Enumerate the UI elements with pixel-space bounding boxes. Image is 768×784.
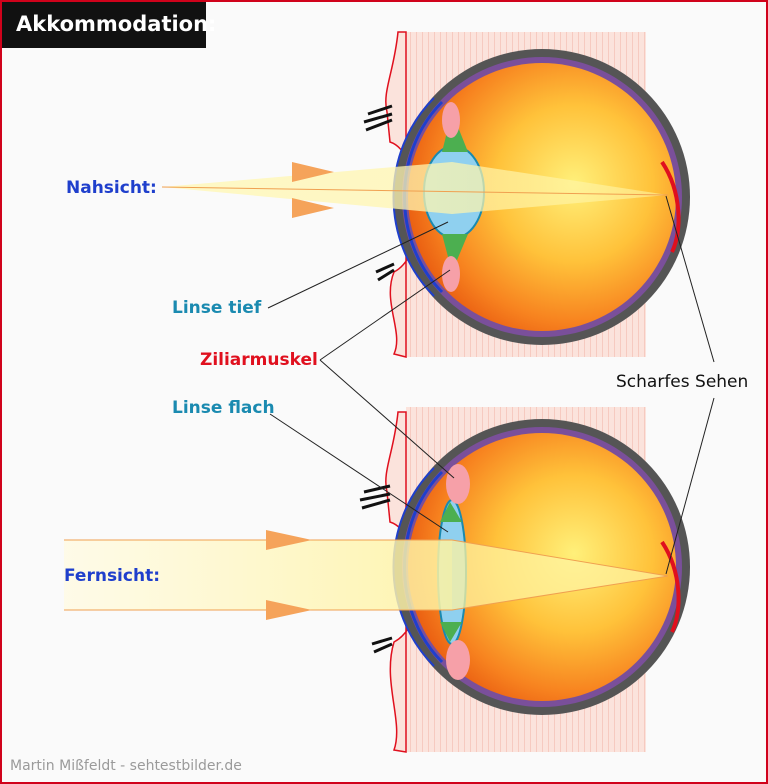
ray-far-bottom-refracted (451, 575, 669, 611)
leader-ciliary-top (319, 269, 451, 361)
eyelashes-bottom-lower (371, 636, 393, 654)
ciliary-body-bottom-lower (446, 640, 470, 680)
label-lens-deep: Linse tief (172, 298, 262, 318)
ciliary-body-bottom-upper (446, 464, 470, 504)
leader-lens-flat (269, 413, 449, 533)
optic-nerve-top (660, 160, 681, 253)
label-lens-flat: Linse flach (172, 398, 275, 418)
eye-near (161, 31, 690, 358)
title-banner: Akkommodation: (2, 2, 216, 48)
ciliary-muscle-top-lower (442, 234, 468, 272)
light-beam-near (162, 162, 668, 214)
leader-lens-deep (267, 221, 449, 309)
light-beam-far-focus (452, 540, 668, 610)
leader-ciliary-bottom (319, 359, 455, 479)
ciliary-body-top-lower (442, 256, 460, 292)
ciliary-muscle-bottom-lower (440, 622, 462, 642)
eyelashes-top-upper (363, 104, 393, 132)
label-far-vision: Fernsicht: (64, 566, 160, 586)
label-ciliary-muscle: Ziliarmuskel (200, 350, 318, 370)
ciliary-muscle-bottom-upper (440, 502, 462, 522)
arrow-near-upper (292, 162, 334, 182)
leader-sharp-bottom (665, 397, 715, 575)
ray-far-top-refracted (451, 539, 669, 577)
label-near-vision: Nahsicht: (66, 178, 157, 198)
arrow-near-lower (292, 198, 334, 218)
leader-sharp-top (665, 195, 715, 363)
eye-far (64, 407, 690, 753)
ciliary-body-top-upper (442, 102, 460, 138)
label-sharp-vision: Scharfes Sehen (616, 372, 749, 392)
eyelashes-bottom-upper (359, 484, 391, 510)
leader-lines (267, 195, 715, 575)
footer-credit: Martin Mißfeldt - sehtestbilder.de (10, 758, 242, 774)
arrow-far-lower (266, 600, 312, 620)
arrow-far-upper (266, 530, 312, 550)
eyelashes-top-lower (375, 262, 395, 282)
light-beam-far-parallel (64, 540, 452, 610)
ray-near-center (161, 186, 669, 196)
page-title: Akkommodation: (16, 12, 217, 36)
optic-nerve-bottom (660, 540, 681, 633)
